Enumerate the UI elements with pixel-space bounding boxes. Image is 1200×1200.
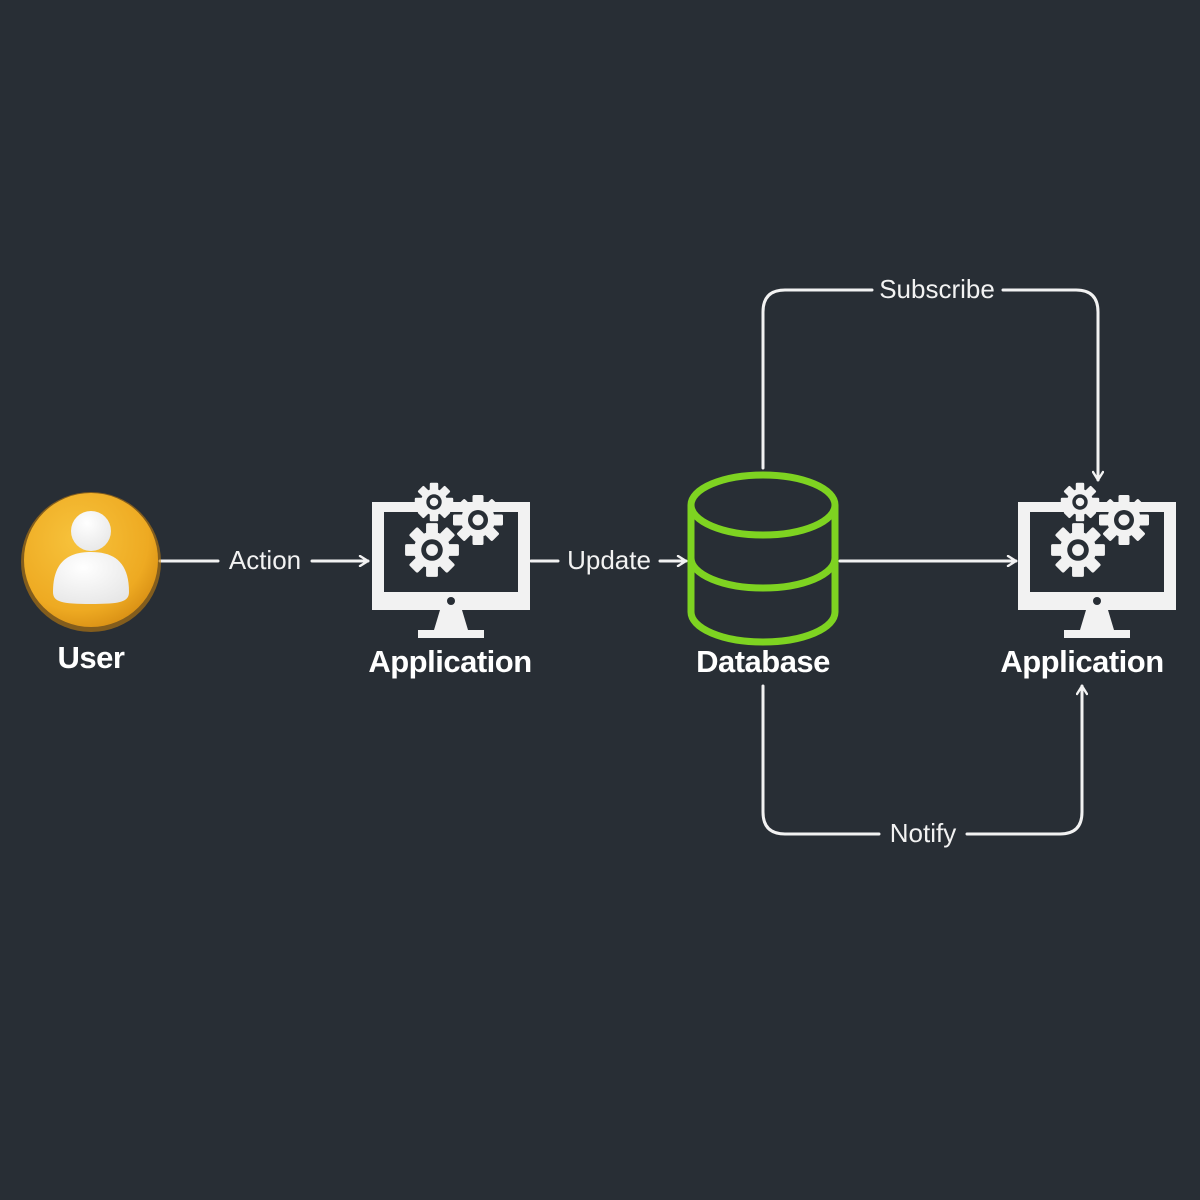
edge-subscribe-arrow [1001, 288, 1098, 482]
edge-action: Action [158, 545, 370, 575]
monitor-gears-icon [1018, 482, 1176, 638]
edge-notify-label: Notify [890, 818, 956, 848]
monitor-gears-icon [372, 482, 530, 638]
node-database: Database [687, 471, 839, 679]
edge-action-label: Action [229, 545, 301, 575]
edge-subscribe-label: Subscribe [879, 274, 995, 304]
node-database-label: Database [696, 644, 830, 679]
node-app-left: Application [368, 482, 532, 679]
user-avatar-icon [21, 492, 161, 632]
node-user-label: User [58, 640, 125, 675]
edge-subscribe-line-start [761, 288, 874, 470]
edge-notify-arrow [965, 684, 1082, 836]
edge-notify-line-start [761, 684, 881, 836]
edge-update-label: Update [567, 545, 651, 575]
edge-notify: Notify [761, 684, 1082, 848]
edge-update: Update [529, 545, 688, 575]
edge-subscribe: Subscribe [761, 274, 1098, 482]
node-app-right: Application [1000, 482, 1176, 679]
node-user: User [21, 492, 161, 675]
database-icon [687, 471, 839, 646]
node-app-right-label: Application [1000, 644, 1163, 679]
node-app-left-label: Application [368, 644, 531, 679]
